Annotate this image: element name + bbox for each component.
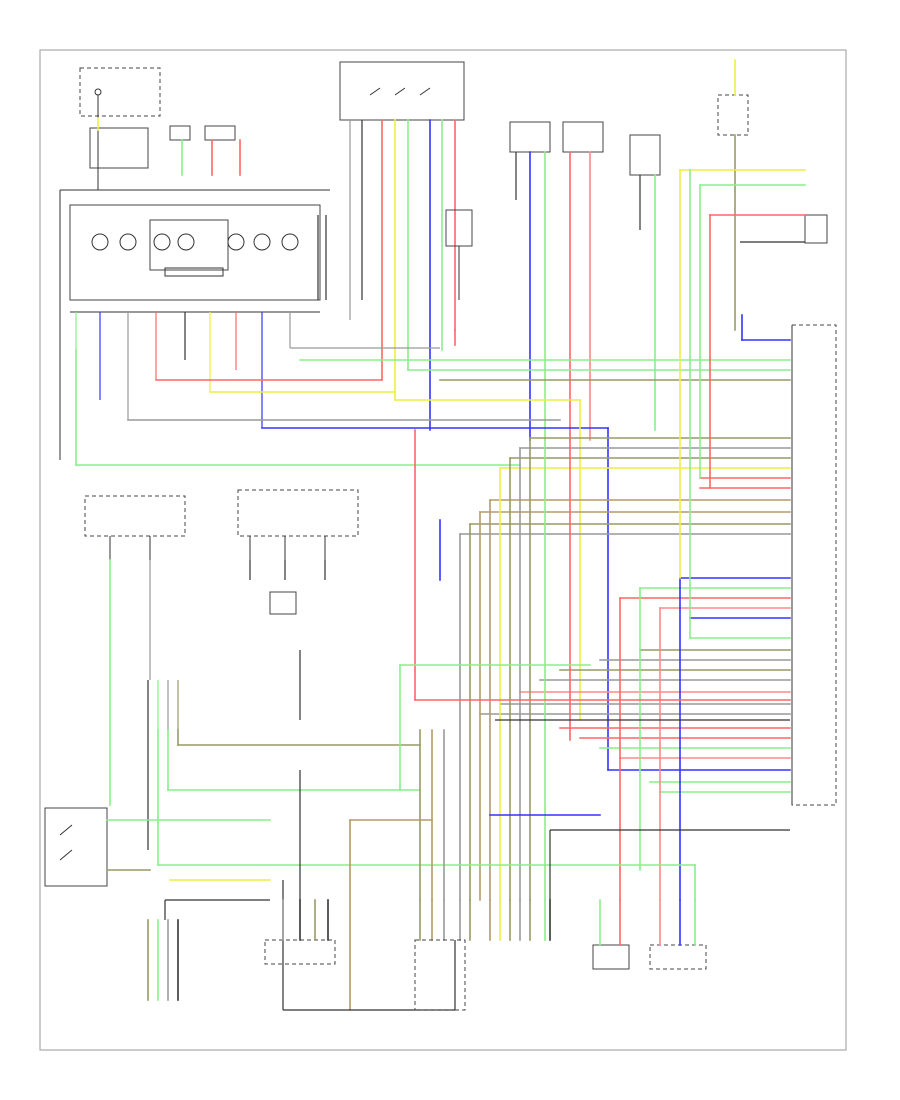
cluster-bar xyxy=(164,267,224,277)
middle-distribution-wires xyxy=(164,664,790,1011)
instrument-cluster-box xyxy=(69,204,321,301)
pressure-switch-right xyxy=(804,214,828,244)
ecm-connector-outline xyxy=(791,324,837,806)
fuse-block-mid-left xyxy=(84,495,186,537)
top-right-sensor-group xyxy=(509,59,828,441)
connector-bottom-3 xyxy=(419,899,491,941)
relay-box-left xyxy=(89,127,149,169)
sensor-box-1 xyxy=(509,121,551,153)
connector-bottom-2-outline xyxy=(264,939,336,965)
switch-box-bottom-left xyxy=(44,807,108,887)
fuse-block-mid-center xyxy=(237,489,359,537)
gauge-7 xyxy=(281,233,299,251)
ecm-pin-wires xyxy=(459,437,791,793)
relay-far-right xyxy=(717,94,749,136)
switch-box-3 xyxy=(629,134,661,176)
sensor-box-bottom-2 xyxy=(649,944,707,970)
gauge-row xyxy=(91,233,299,251)
sensor-box-bottom-1 xyxy=(592,944,630,970)
sensor-box-2 xyxy=(562,121,604,153)
gauge-4 xyxy=(177,233,195,251)
top-left-component-group xyxy=(59,67,330,460)
inline-sensor-box xyxy=(445,209,473,247)
connector-top-1 xyxy=(169,125,191,141)
gauge-3 xyxy=(153,233,171,251)
diagram-frame xyxy=(39,49,847,1051)
relay-small-center xyxy=(269,591,297,615)
gauge-2 xyxy=(119,233,137,251)
connector-top-2 xyxy=(204,125,236,141)
connector-bottom-4-outline xyxy=(414,939,466,1011)
top-center-module xyxy=(339,61,473,431)
fuse-block-top-left xyxy=(79,67,161,117)
connector-stack-left xyxy=(147,680,179,730)
vertical-trunks xyxy=(459,169,711,901)
gauge-5 xyxy=(227,233,245,251)
gauge-6 xyxy=(253,233,271,251)
connector-bottom-1 xyxy=(147,919,179,1001)
ecm-input-wires xyxy=(75,329,791,771)
cluster-inner-box xyxy=(149,219,229,271)
gauge-1 xyxy=(91,233,109,251)
bottom-connector-row xyxy=(147,899,707,1011)
connector-bottom-5 xyxy=(499,899,551,941)
left-middle-fuse-group xyxy=(84,489,696,901)
control-module-box xyxy=(339,61,465,121)
ecm-connector xyxy=(791,324,837,806)
cluster-pin-row xyxy=(75,312,291,428)
bottom-left-switch xyxy=(44,807,271,887)
